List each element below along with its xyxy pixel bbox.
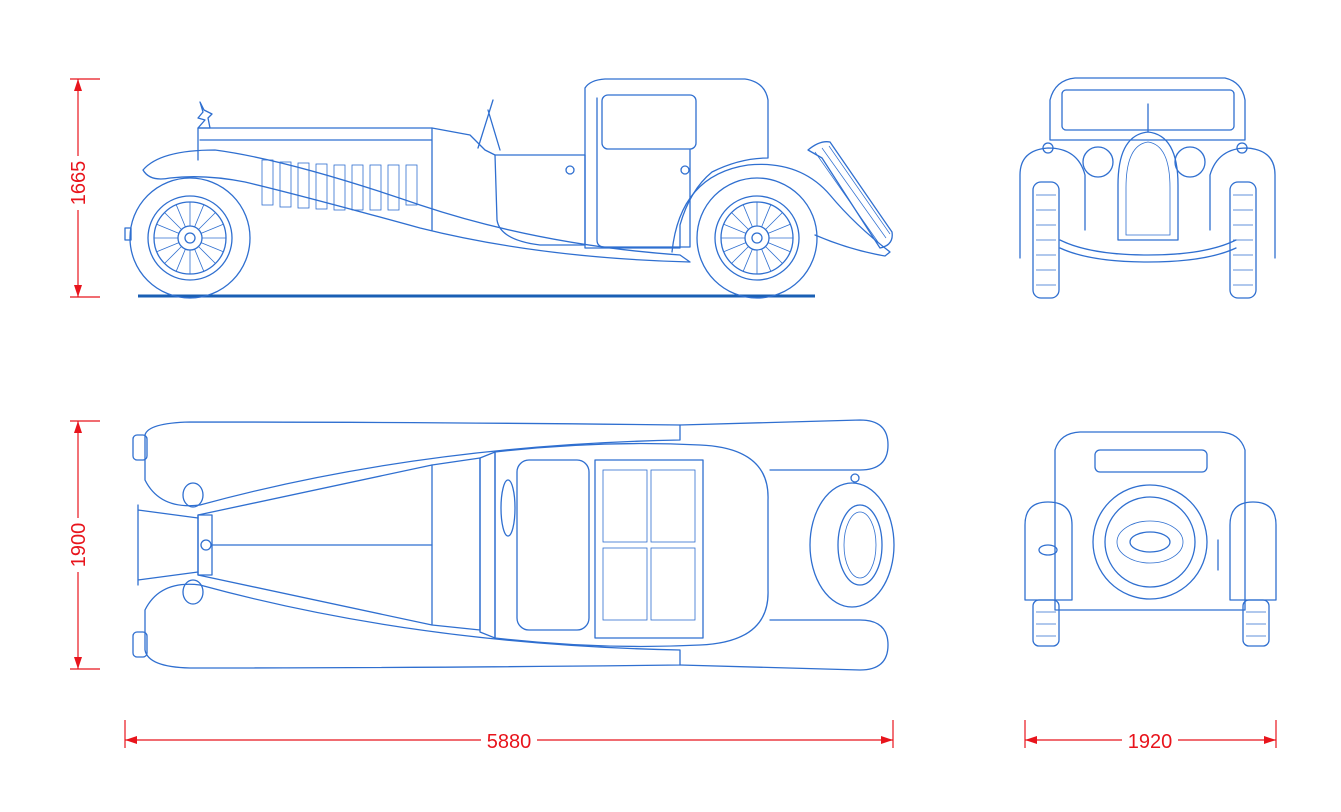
- top-front-right-fender: [144, 583, 681, 669]
- wheel-spoke: [765, 246, 783, 264]
- side-front-bumper: [124, 227, 132, 241]
- rear-tail-lamp: [1038, 544, 1058, 556]
- side-rear-wheel: [696, 177, 818, 299]
- side-hood: [197, 127, 433, 231]
- wheel-spoke: [731, 246, 749, 264]
- top-spare-wheel: [809, 482, 895, 608]
- side-door-handle-front: [565, 165, 575, 175]
- length-dimension-label: 5880: [487, 731, 532, 753]
- rear-left-fender: [1024, 501, 1073, 601]
- front-roof: [1049, 77, 1246, 141]
- top-roof: [594, 459, 704, 639]
- wheel-spoke: [175, 204, 186, 228]
- side-cabin: [584, 78, 769, 249]
- side-door: [596, 97, 691, 248]
- top-front-seat: [516, 459, 590, 631]
- wheel-spoke: [765, 212, 783, 230]
- top-body: [494, 442, 769, 648]
- front-left-tire: [1032, 181, 1060, 299]
- front-right-sidelamp: [1236, 142, 1248, 154]
- wheel-spoke: [164, 212, 182, 230]
- wheel-spoke: [761, 248, 772, 272]
- side-front-door: [494, 154, 586, 246]
- top-roof-panels: [602, 469, 696, 621]
- rear-right-fender: [1229, 501, 1277, 601]
- top-view: [132, 419, 895, 671]
- rear-spare-wheel: [1092, 484, 1208, 600]
- top-front-left-fender: [144, 421, 681, 507]
- rear-window: [1094, 449, 1208, 473]
- wheel-spoke: [767, 242, 791, 253]
- side-spare-tread: [814, 145, 891, 243]
- height-dimension: 1665: [68, 78, 100, 298]
- top-front-right-tire: [132, 631, 148, 658]
- top-right-headlamp: [182, 579, 204, 605]
- front-right-headlamp: [1174, 146, 1206, 178]
- rear-view: [1024, 431, 1277, 647]
- front-left-fender: [1019, 147, 1086, 259]
- front-left-headlamp: [1082, 146, 1114, 178]
- side-cowl: [431, 127, 496, 156]
- wheel-spoke: [198, 212, 216, 230]
- wheel-spoke: [742, 204, 753, 228]
- side-view: [124, 78, 893, 299]
- top-steering-wheel: [500, 479, 516, 537]
- top-hood: [197, 457, 481, 631]
- track-dimension-label: 1920: [1128, 731, 1173, 753]
- rear-left-tire: [1032, 599, 1060, 647]
- side-front-fender: [142, 149, 691, 263]
- side-front-wheel: [129, 177, 251, 299]
- front-right-fender: [1209, 147, 1276, 259]
- wheel-spoke: [194, 204, 205, 228]
- width-dimension-label: 1900: [68, 523, 90, 568]
- wheel-spoke: [200, 223, 224, 234]
- wheel-spoke: [200, 242, 224, 253]
- wheel-spoke: [194, 248, 205, 272]
- width-dimension: 1900: [68, 420, 100, 670]
- wheel-spoke: [723, 242, 747, 253]
- rear-body: [1054, 431, 1246, 611]
- top-left-headlamp: [182, 482, 204, 508]
- wheel-spoke: [723, 223, 747, 234]
- top-front-axle: [137, 504, 199, 586]
- front-left-sidelamp: [1042, 142, 1054, 154]
- wheel-spoke: [156, 223, 180, 234]
- wheel-spoke: [731, 212, 749, 230]
- front-axle: [1059, 239, 1237, 263]
- top-rear-right-fender: [679, 619, 889, 671]
- length-dimension: 5880: [124, 720, 894, 753]
- side-spare-tire: [807, 141, 893, 249]
- wheel-spoke: [761, 204, 772, 228]
- front-right-tire: [1229, 181, 1257, 299]
- height-dimension-label: 1665: [68, 161, 90, 206]
- top-rear-left-fender: [679, 419, 889, 471]
- wheel-spoke: [742, 248, 753, 272]
- top-windscreen: [479, 451, 496, 639]
- track-dimension: 1920: [1024, 720, 1277, 753]
- wheel-spoke: [164, 246, 182, 264]
- side-rear-fender: [671, 163, 891, 257]
- front-radiator: [1117, 131, 1179, 241]
- front-radiator-inner: [1125, 141, 1171, 236]
- side-hood-louvers: [261, 159, 418, 211]
- top-spare-mount: [850, 473, 860, 483]
- side-door-handle-rear: [680, 165, 690, 175]
- wheel-spoke: [156, 242, 180, 253]
- top-radiator-cap: [200, 539, 212, 551]
- wheel-spoke: [767, 223, 791, 234]
- wheel-spoke: [198, 246, 216, 264]
- rear-right-tire: [1242, 599, 1270, 647]
- side-windscreen: [477, 99, 501, 151]
- top-front-left-tire: [132, 434, 148, 461]
- wheel-spoke: [175, 248, 186, 272]
- front-view: [1019, 77, 1276, 299]
- side-mascot: [197, 101, 213, 129]
- side-cabin-window: [601, 94, 697, 150]
- top-radiator: [197, 514, 213, 576]
